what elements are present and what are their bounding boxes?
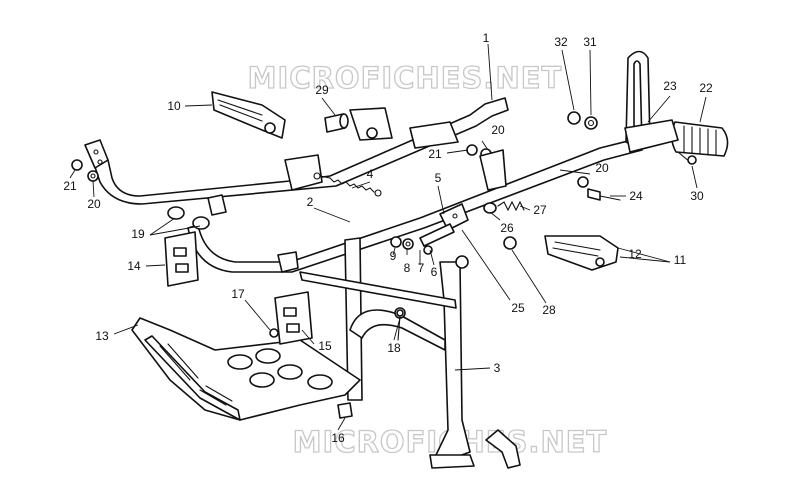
nut-28: [503, 236, 517, 250]
callout-16: 16: [331, 431, 345, 445]
callout-21-center: 21: [428, 147, 442, 161]
callout-23: 23: [663, 79, 677, 93]
callout-18: 18: [387, 341, 401, 355]
callout-30: 30: [690, 189, 704, 203]
callout-19: 19: [131, 227, 145, 241]
callout-14: 14: [127, 259, 141, 273]
callout-13: 13: [95, 329, 109, 343]
callout-31: 31: [583, 35, 597, 49]
callout-29: 29: [315, 83, 329, 97]
centre-stand: [299, 237, 521, 469]
callout-32: 32: [554, 35, 568, 49]
callout-7: 7: [418, 261, 425, 275]
callout-17: 17: [231, 287, 245, 301]
callout-8: 8: [404, 261, 411, 275]
callout-5: 5: [435, 171, 442, 185]
bolt-24: [577, 176, 621, 201]
callout-28: 28: [542, 303, 556, 317]
spacer-29: [324, 113, 349, 133]
callout-9: 9: [390, 249, 397, 263]
watermark-top: MICROFICHES.NET: [248, 61, 563, 95]
callout-25: 25: [511, 301, 525, 315]
callout-20-center: 20: [491, 123, 505, 137]
callout-6: 6: [431, 265, 438, 279]
leader-lines: [69, 43, 707, 431]
callout-1: 1: [483, 31, 490, 45]
callout-20-right: 20: [595, 161, 609, 175]
bolt-16: [337, 402, 353, 419]
sump-guard-plate: [131, 317, 361, 421]
spring-4: [313, 172, 382, 197]
nut-washer-31-32: [567, 111, 598, 130]
callout-12: 12: [628, 247, 642, 261]
callout-22: 22: [699, 81, 713, 95]
callout-15: 15: [318, 339, 332, 353]
callout-10: 10: [167, 99, 181, 113]
callout-3: 3: [494, 361, 501, 375]
bracket-5: [439, 203, 469, 231]
left-footpeg: [211, 91, 286, 139]
pin-8-9-7-6: [390, 223, 455, 255]
spacers-19: [167, 206, 210, 230]
bracket-left: [164, 231, 199, 287]
callout-24: 24: [629, 189, 643, 203]
callout-21-left: 21: [63, 179, 77, 193]
right-footpeg: [544, 235, 619, 271]
callout-20-left: 20: [87, 197, 101, 211]
callout-26: 26: [500, 221, 514, 235]
callout-labels: 1 2 3 4 5 6 7 8 9 10 11 12 13 14 15 16 1…: [63, 31, 713, 445]
washers-20-21-center: [466, 144, 507, 191]
bolt-30: [677, 151, 697, 165]
callout-4: 4: [367, 167, 374, 181]
spring-27: [483, 200, 525, 214]
passenger-peg: [670, 121, 729, 157]
bolt-17: [269, 328, 279, 338]
callout-11: 11: [674, 253, 687, 267]
washers-20-21-left: [71, 159, 99, 182]
lower-frame-rail: [187, 137, 643, 273]
bracket-right: [274, 291, 313, 345]
passenger-peg-bracket: [624, 50, 679, 153]
callout-27: 27: [533, 203, 547, 217]
callout-2: 2: [307, 195, 314, 209]
